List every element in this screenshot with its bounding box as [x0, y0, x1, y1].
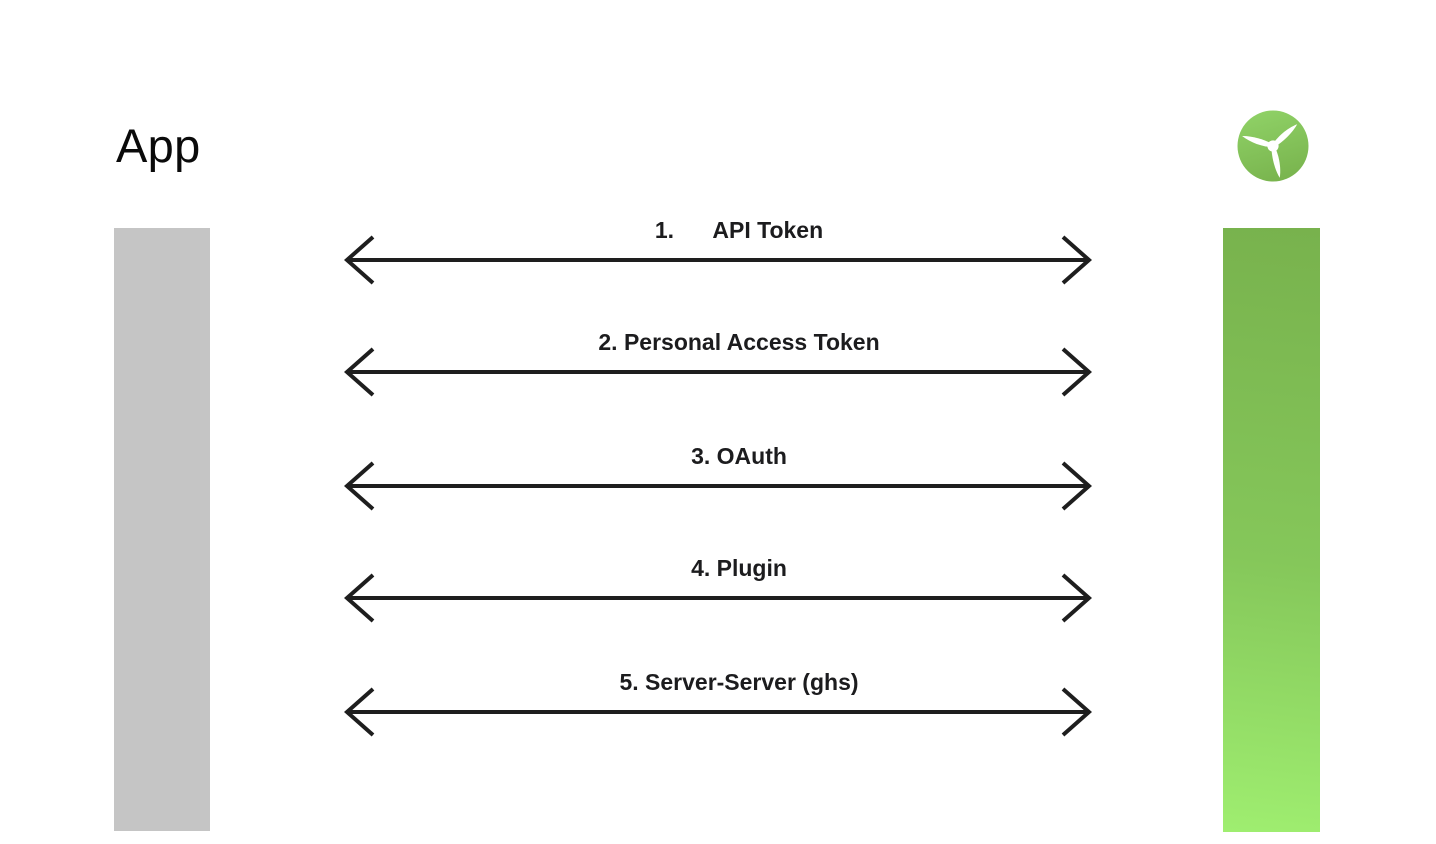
double-arrow-icon — [344, 573, 1092, 623]
service-logo — [1237, 110, 1309, 182]
double-arrow-icon — [344, 461, 1092, 511]
service-column-bar — [1223, 228, 1320, 832]
app-column-bar — [114, 228, 210, 831]
double-arrow-icon — [344, 235, 1092, 285]
connection-label: 4. Plugin — [691, 555, 787, 581]
double-arrow-icon — [344, 347, 1092, 397]
double-arrow-icon — [344, 687, 1092, 737]
connection-label: 3. OAuth — [691, 443, 787, 469]
connection-label: 5. Server-Server (ghs) — [619, 669, 859, 695]
connection-row: 2. Personal Access Token — [344, 327, 1092, 401]
connection-label: 2. Personal Access Token — [598, 329, 880, 355]
connection-row: 3. OAuth — [344, 441, 1092, 515]
connection-row: 5. Server-Server (ghs) — [344, 667, 1092, 741]
app-label: App — [116, 119, 201, 172]
connection-row: 1. API Token — [344, 215, 1092, 289]
connection-label: 1. API Token — [654, 217, 824, 243]
connection-row: 4. Plugin — [344, 553, 1092, 627]
propeller-icon — [1237, 110, 1309, 182]
